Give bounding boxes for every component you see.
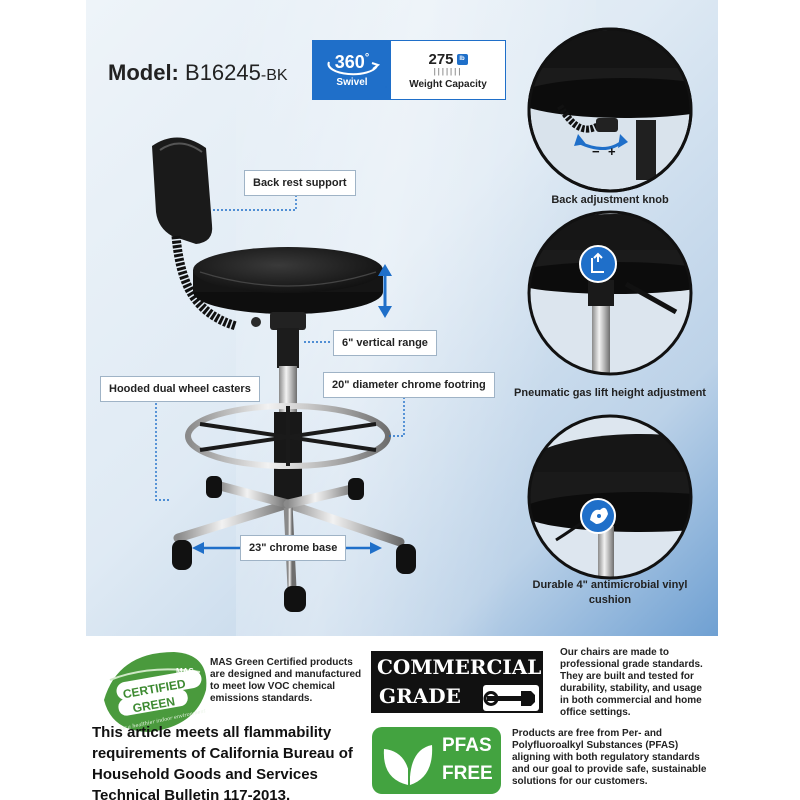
flammability-statement: This article meets all flammability requ…	[92, 722, 362, 800]
flammability-line: This article meets all flammability	[92, 724, 332, 741]
mas-text-line: emissions standards.	[210, 693, 313, 704]
casters	[172, 476, 416, 612]
mas-text-line: to meet low VOC chemical	[210, 681, 336, 692]
commercial-line1: COMMERCIAL	[377, 655, 542, 679]
swivel-degrees: 360°	[327, 52, 380, 76]
mas-certified-badge	[104, 652, 207, 732]
vertical-range-arrow	[378, 264, 392, 318]
wrench-fist-icon	[483, 685, 539, 711]
detail-cushion-circle	[527, 414, 693, 580]
weight-capacity-value: 275 lb	[428, 50, 468, 68]
weight-spec: 275 lb ||||||| Weight Capacity	[391, 41, 505, 99]
knob-plus-sign: +	[608, 144, 616, 159]
commercial-text-line: Our chairs are made to	[560, 647, 669, 658]
commercial-text-line: in both commercial and home	[560, 695, 702, 706]
caption-cushion-line2: cushion	[588, 594, 632, 606]
flammability-line: Technical Bulletin 117-2013.	[92, 787, 291, 800]
caption-cushion: Durable 4" antimicrobial vinyl cushion	[505, 578, 715, 608]
pfas-text-line: Polyfluoroalkyl Substances (PFAS)	[512, 740, 679, 751]
swivel-degrees-value: 360	[334, 52, 365, 72]
seat-mechanism	[270, 312, 306, 330]
backrest-spring	[171, 235, 238, 331]
rotate-icon	[327, 61, 380, 76]
callout-base: 23" chrome base	[240, 535, 347, 561]
gas-lift-sleeve	[277, 328, 299, 368]
pfas-text-line: and our goal to provide safe, sustainabl…	[512, 764, 707, 775]
model-suffix: -BK	[260, 67, 288, 84]
model-title: Model: B16245-BK	[108, 60, 288, 86]
pfas-free-badge: PFAS FREE	[372, 727, 501, 794]
callout-back-rest: Back rest support	[244, 170, 356, 196]
weight-icon: lb	[456, 53, 468, 65]
swivel-degree-mark: °	[364, 52, 370, 64]
pfas-line2: FREE	[442, 763, 493, 784]
knob-minus-sign: −	[592, 144, 600, 159]
caption-knob: Back adjustment knob	[551, 194, 669, 206]
commercial-line2: GRADE	[379, 684, 461, 708]
commercial-text-line: durability, stability, and usage	[560, 683, 702, 694]
back-knob	[251, 317, 261, 327]
commercial-text-line: professional grade standards.	[560, 659, 703, 670]
caption-cushion-line1: Durable 4" antimicrobial vinyl	[532, 579, 688, 591]
model-prefix: Model:	[108, 60, 179, 85]
detail-knob-circle	[527, 27, 693, 193]
pfas-text-line: aligning with both regulatory standards	[512, 752, 700, 763]
swivel-spec: 360° Swivel	[313, 41, 391, 99]
mas-description: MAS Green Certified products are designe…	[210, 657, 370, 705]
pfas-line1: PFAS	[442, 735, 492, 756]
leaf-icon	[383, 745, 433, 787]
weight-value: 275	[428, 50, 454, 68]
model-number: B16245	[185, 60, 261, 85]
commercial-description: Our chairs are made to professional grad…	[560, 647, 750, 719]
pfas-description: Products are free from Per- and Polyfluo…	[512, 728, 742, 788]
callout-footring: 20" diameter chrome footring	[323, 372, 495, 398]
mas-text-line: MAS Green Certified products	[210, 657, 353, 668]
pfas-text-line: solutions for our customers.	[512, 776, 648, 787]
foot-ring	[185, 403, 391, 469]
commercial-text-line: They are built and tested for	[560, 671, 694, 682]
weight-label: Weight Capacity	[409, 78, 487, 90]
commercial-text-line: office settings.	[560, 707, 631, 718]
flammability-line: requirements of California Bureau of	[92, 745, 353, 762]
pfas-text-line: Products are free from Per- and	[512, 728, 663, 739]
callout-casters: Hooded dual wheel casters	[100, 376, 260, 402]
mas-badge-top: MAS	[176, 667, 194, 676]
gas-lift-cylinder	[279, 366, 297, 414]
callout-vertical-range: 6" vertical range	[333, 330, 437, 356]
weight-unit: lb	[459, 56, 465, 62]
detail-gaslift-circle	[527, 210, 693, 376]
mas-text-line: are designed and manufactured	[210, 669, 362, 680]
seat-cushion	[193, 247, 383, 314]
swivel-label: Swivel	[336, 77, 368, 88]
backrest	[152, 137, 213, 244]
weight-ticks-icon: |||||||	[433, 66, 463, 76]
spec-box: 360° Swivel 275 lb ||||||| Weight Capaci…	[312, 40, 506, 100]
caption-gas-lift: Pneumatic gas lift height adjustment	[514, 387, 706, 399]
flammability-line: Household Goods and Services	[92, 766, 318, 783]
commercial-grade-logo: COMMERCIAL GRADE	[371, 651, 543, 713]
